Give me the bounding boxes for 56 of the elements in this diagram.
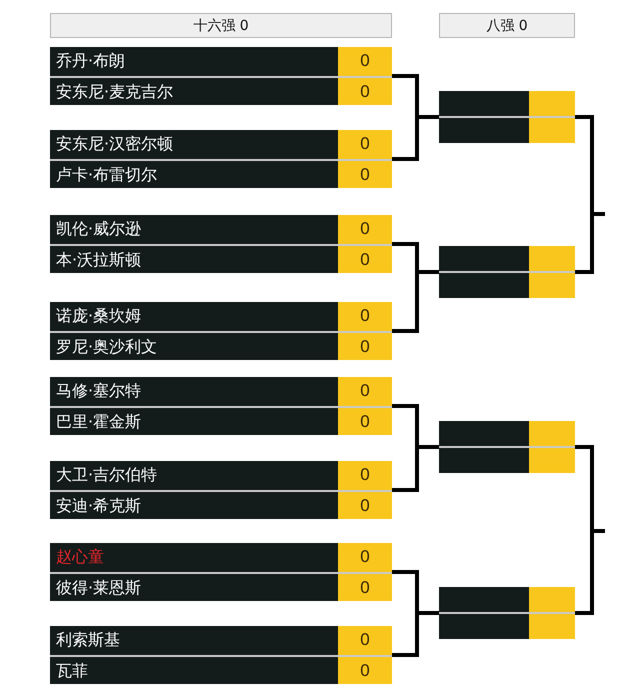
round-header: [439, 13, 575, 38]
score: 0: [338, 246, 392, 273]
player-name: 瓦菲: [55, 660, 89, 682]
player-row: [50, 159, 392, 188]
round-header: [50, 13, 392, 38]
score: 0: [338, 492, 392, 519]
player-row: [50, 244, 392, 273]
player-name: 诺庞·桑坎姆: [55, 305, 142, 327]
match-box: [50, 47, 392, 105]
player-name: 利索斯基: [55, 629, 121, 651]
score: 0: [338, 657, 392, 684]
score: 0: [338, 78, 392, 105]
match-box: [50, 302, 392, 360]
player-name: 巴里·霍金斯: [55, 411, 142, 433]
quarterfinal-box: [439, 587, 575, 639]
player-name: 安东尼·麦克吉尔: [55, 81, 174, 103]
player-name: 马修·塞尔特: [55, 380, 142, 402]
score: 0: [338, 461, 392, 490]
match-box: [50, 377, 392, 435]
player-row: [50, 655, 392, 684]
player-row: [50, 572, 392, 601]
match-box: [50, 130, 392, 188]
player-name: 凯伦·威尔逊: [55, 218, 142, 240]
player-row: [50, 76, 392, 105]
player-name: 安东尼·汉密尔顿: [55, 133, 174, 155]
player-name: 本·沃拉斯顿: [55, 249, 142, 271]
score: 0: [338, 333, 392, 360]
player-name: 罗尼·奥沙利文: [55, 336, 158, 358]
round-title: 十六强 0: [193, 16, 249, 34]
score: 0: [338, 161, 392, 188]
quarterfinal-box: [439, 421, 575, 473]
round-title: 八强 0: [486, 16, 528, 34]
score: 0: [338, 626, 392, 655]
player-name: 乔丹·布朗: [55, 50, 126, 72]
match-box: [50, 543, 392, 601]
score: 0: [338, 302, 392, 331]
player-row: [50, 406, 392, 435]
match-box: [50, 461, 392, 519]
player-row: [50, 331, 392, 360]
quarterfinal-box: [439, 246, 575, 298]
score: 0: [338, 574, 392, 601]
score: 0: [338, 130, 392, 159]
score: 0: [338, 543, 392, 572]
score: 0: [338, 408, 392, 435]
player-row: [50, 490, 392, 519]
quarterfinal-box: [439, 91, 575, 143]
player-name: 安迪·希克斯: [55, 495, 142, 517]
match-box: [50, 215, 392, 273]
score: 0: [338, 377, 392, 406]
player-name: 卢卡·布雷切尔: [55, 164, 158, 186]
score: 0: [338, 47, 392, 76]
score: 0: [338, 215, 392, 244]
player-name: 大卫·吉尔伯特: [55, 464, 158, 486]
player-name: 彼得·莱恩斯: [55, 577, 142, 599]
player-name: 赵心童: [55, 546, 105, 568]
match-box: [50, 626, 392, 684]
